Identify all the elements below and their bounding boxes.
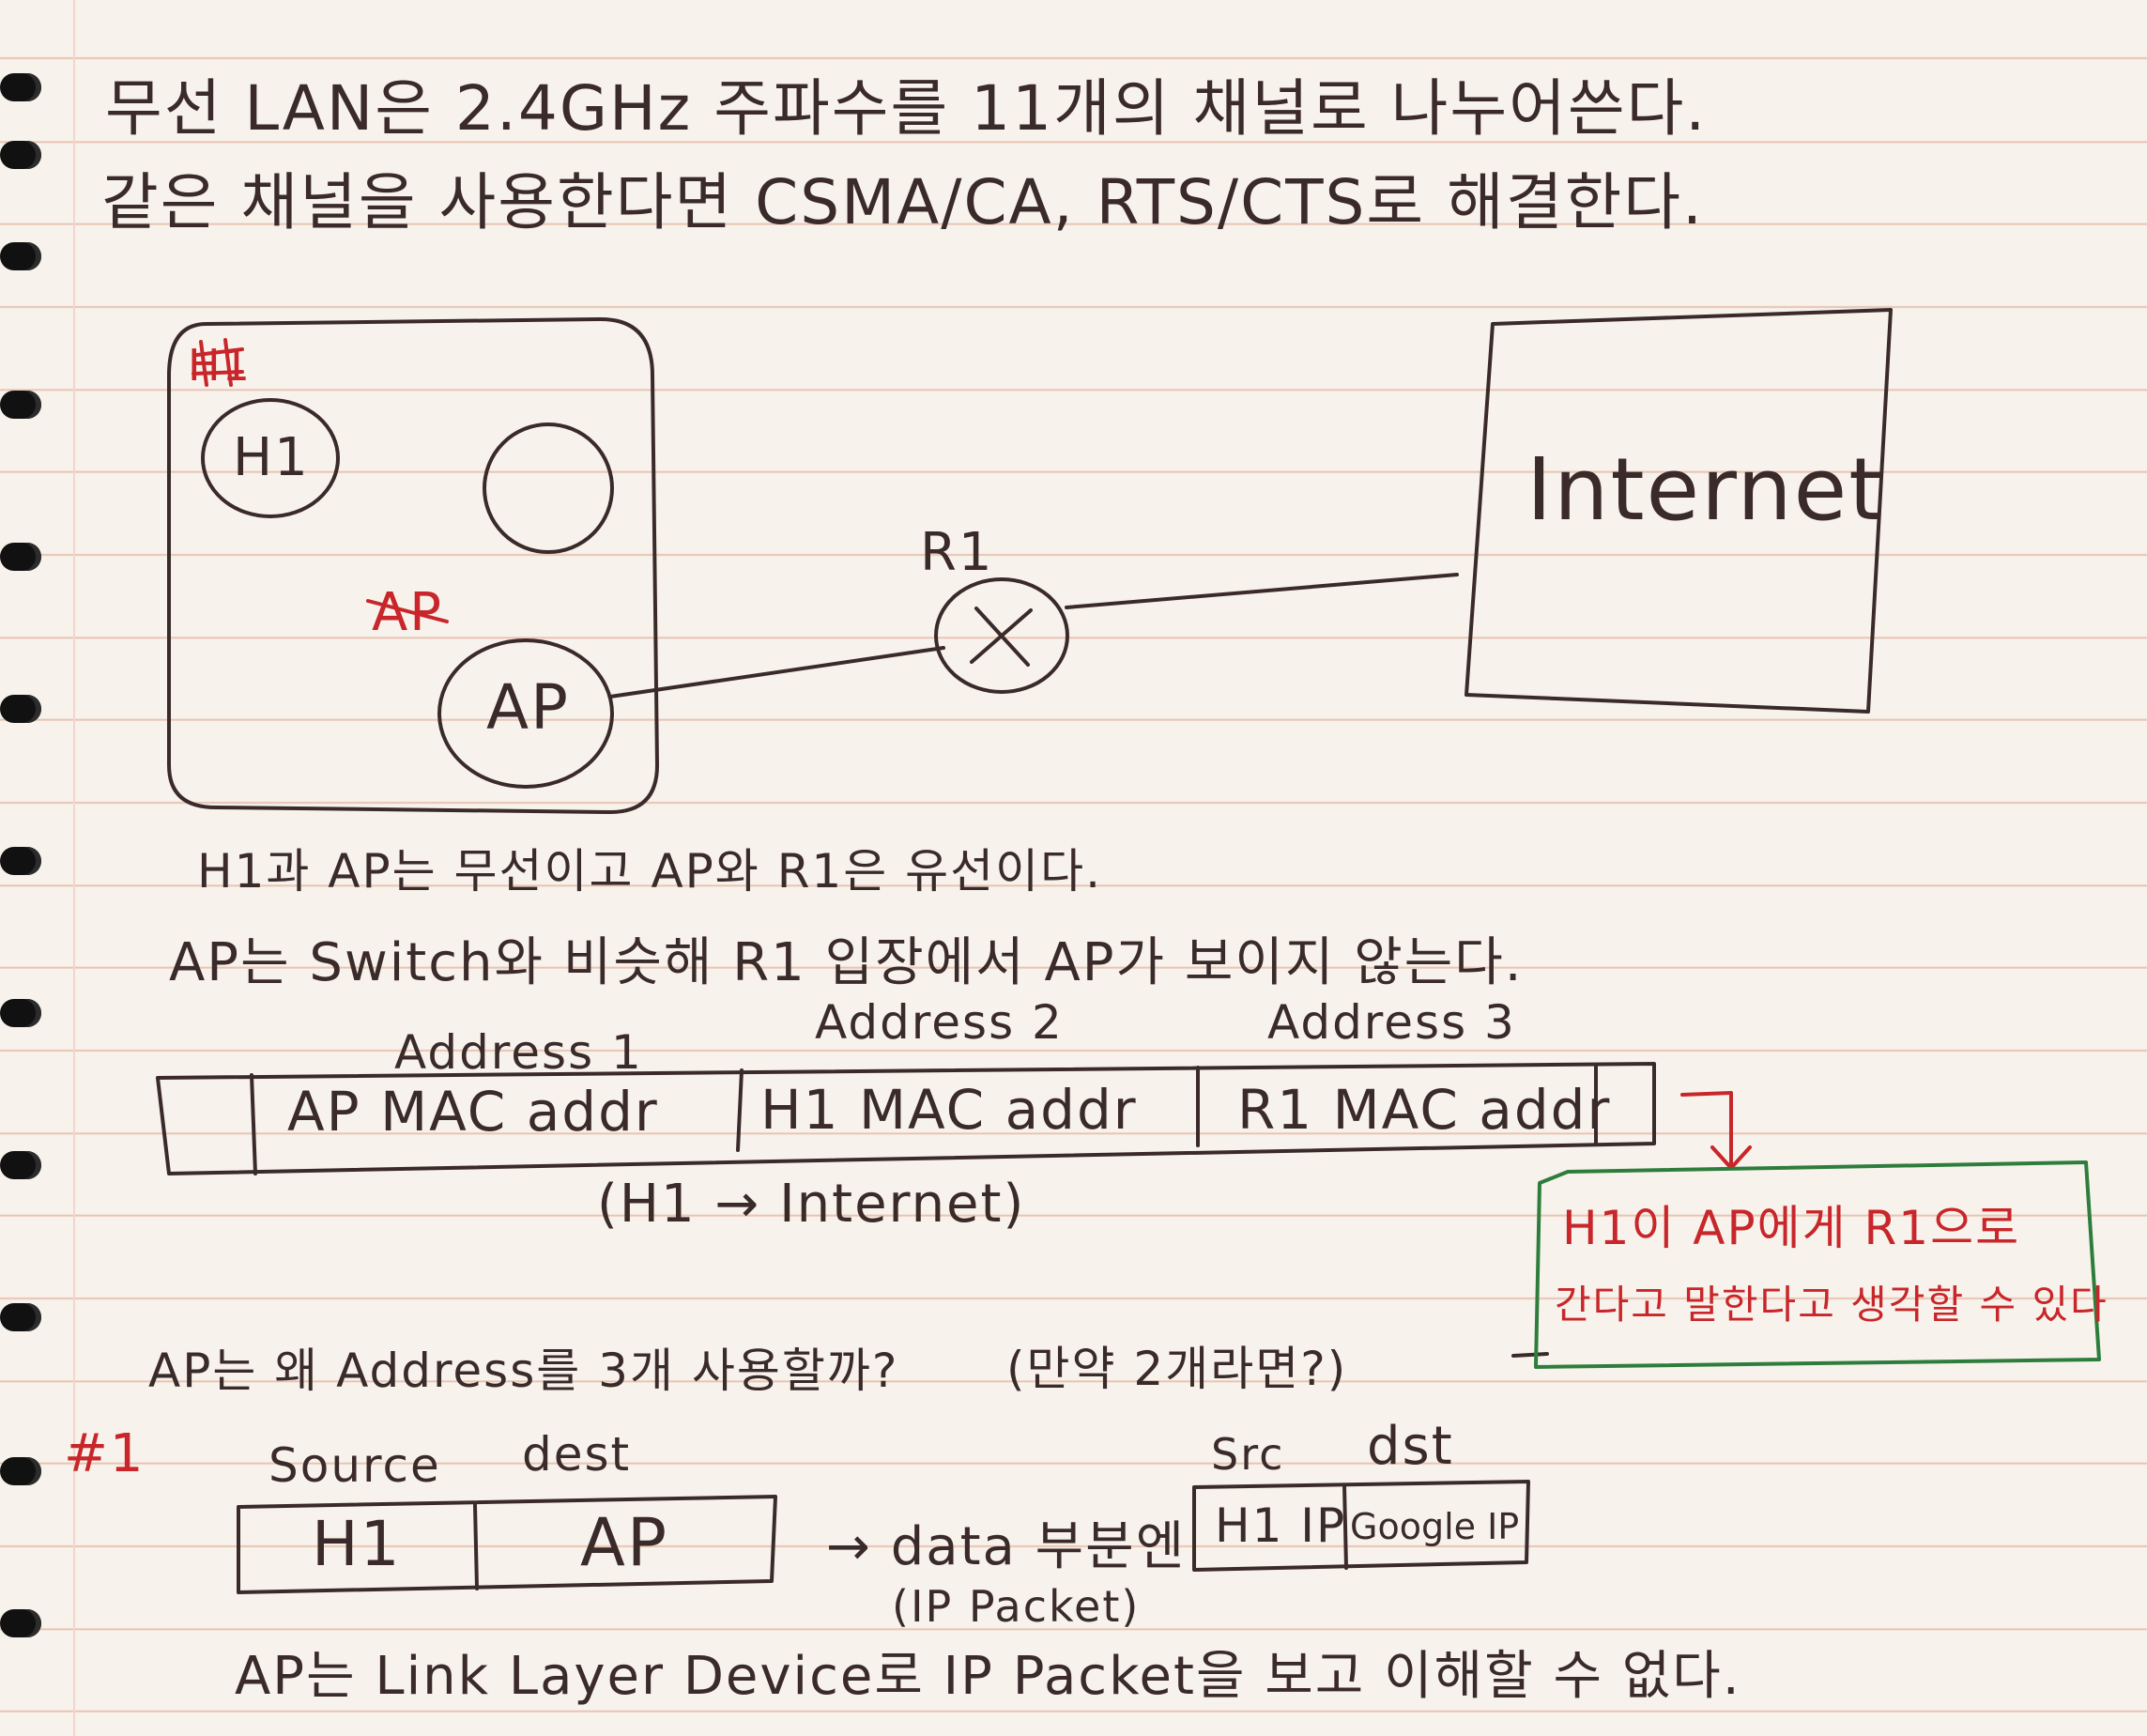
spiral-ring bbox=[0, 1457, 41, 1485]
margin-line bbox=[73, 0, 75, 1736]
address-1-value: AP MAC addr bbox=[287, 1080, 659, 1144]
src-label: Src bbox=[1211, 1429, 1285, 1480]
ap-r1-link bbox=[608, 646, 945, 699]
spiral-ring bbox=[0, 242, 41, 270]
spiral-ring bbox=[0, 1609, 41, 1637]
h1-label: H1 bbox=[233, 427, 310, 488]
dst-ip: Google IP bbox=[1350, 1506, 1520, 1547]
address-3-label: Address 3 bbox=[1267, 995, 1516, 1050]
dest-label: dest bbox=[522, 1427, 632, 1482]
case1-source: H1 bbox=[312, 1508, 402, 1580]
address-3-value: R1 MAC addr bbox=[1237, 1078, 1612, 1142]
h1-strike-label: H1 bbox=[188, 340, 252, 391]
r1-label: R1 bbox=[920, 522, 994, 583]
r1-internet-link bbox=[1065, 573, 1459, 609]
h1-node bbox=[201, 398, 340, 518]
data-part-text: → data 부분엔 bbox=[826, 1516, 1187, 1577]
case-marker: #1 bbox=[64, 1423, 146, 1484]
frame-flow: (H1 → Internet) bbox=[597, 1174, 1026, 1235]
question-aside: (만약 2개라면?) bbox=[1006, 1342, 1348, 1396]
address-1-label: Address 1 bbox=[394, 1025, 643, 1080]
spiral-ring bbox=[0, 1151, 41, 1179]
dst-label: dst bbox=[1367, 1416, 1454, 1477]
source-label: Source bbox=[268, 1438, 441, 1493]
spiral-ring bbox=[0, 141, 41, 169]
internet-label: Internet bbox=[1526, 439, 1885, 540]
question-text: AP는 왜 Address를 3개 사용할까? bbox=[148, 1344, 899, 1398]
ap-label: AP bbox=[486, 671, 570, 744]
spiral-ring bbox=[0, 1303, 41, 1331]
r1-router bbox=[934, 577, 1069, 694]
spiral-ring bbox=[0, 391, 41, 419]
callout-arrow bbox=[1680, 1091, 1733, 1166]
callout-line-2: 간다고 말한다고 생각할 수 있다 bbox=[1555, 1282, 2109, 1328]
src-ip: H1 IP bbox=[1215, 1498, 1347, 1553]
callout-box bbox=[1534, 1160, 2101, 1369]
spiral-ring bbox=[0, 695, 41, 723]
frame-outline bbox=[156, 1062, 1656, 1175]
ip-packet-label: (IP Packet) bbox=[892, 1581, 1141, 1632]
case1-frame bbox=[237, 1495, 777, 1594]
ap-node bbox=[437, 638, 614, 789]
explain-line-2: AP는 Switch와 비슷해 R1 입장에서 AP가 보이지 않는다. bbox=[169, 932, 1524, 993]
ip-packet-box bbox=[1192, 1480, 1530, 1572]
note-line-2: 같은 채널을 사용한다면 CSMA/CA, RTS/CTS로 해결한다. bbox=[101, 166, 1704, 238]
internet-box bbox=[1465, 308, 1893, 714]
conclusion-text: AP는 Link Layer Device로 IP Packet을 보고 이해할… bbox=[235, 1646, 1741, 1707]
callout-line-1: H1이 AP에게 R1으로 bbox=[1562, 1201, 2021, 1255]
address-2-label: Address 2 bbox=[815, 995, 1064, 1050]
address-2-value: H1 MAC addr bbox=[760, 1078, 1138, 1142]
spiral-ring bbox=[0, 999, 41, 1027]
spiral-ring bbox=[0, 73, 41, 101]
wireless-area bbox=[167, 317, 659, 814]
ap-strike-label: AP bbox=[372, 582, 444, 643]
spiral-ring bbox=[0, 847, 41, 875]
explain-line-1: H1과 AP는 무선이고 AP와 R1은 유선이다. bbox=[197, 844, 1103, 899]
empty-node bbox=[483, 422, 614, 554]
note-line-1: 무선 LAN은 2.4GHz 주파수를 11개의 채널로 나누어쓴다. bbox=[105, 72, 1708, 145]
spiral-ring bbox=[0, 543, 41, 571]
case1-dest: AP bbox=[580, 1504, 669, 1581]
router-cross bbox=[970, 607, 1033, 667]
